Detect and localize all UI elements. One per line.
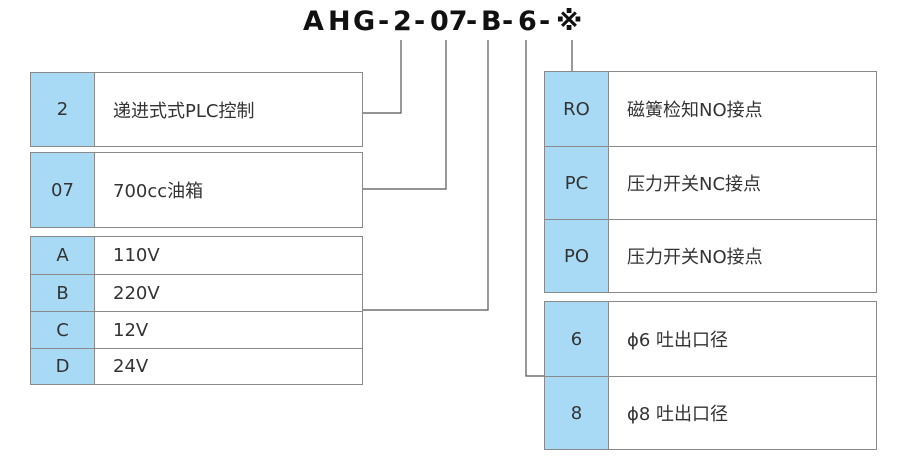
- control-code: 2: [31, 73, 95, 146]
- voltage-desc: 220V: [113, 282, 160, 304]
- outlet-code: 8: [545, 377, 609, 449]
- code-segment-tank: 07: [430, 6, 468, 37]
- control-group: 2 递进式式PLC控制: [30, 72, 363, 147]
- contact-group: RO 磁簧检知NO接点 PC 压力开关NC接点 PO 压力开关NO接点: [544, 71, 877, 293]
- code-dash: -: [414, 6, 426, 37]
- connector-voltage: [362, 40, 489, 311]
- connector-control: [362, 40, 402, 114]
- contact-desc: 压力开关NO接点: [627, 247, 763, 268]
- code-segment-outlet: 6: [518, 6, 537, 37]
- outlet-row: 8 ɸ8 吐出口径: [545, 376, 876, 449]
- code-segment-voltage: B: [481, 6, 502, 37]
- voltage-row: B 220V: [31, 274, 362, 311]
- outlet-desc: ɸ6 吐出口径: [627, 330, 729, 351]
- code-segment-a: A: [303, 6, 324, 37]
- voltage-code: C: [31, 312, 95, 348]
- contact-code: RO: [545, 72, 609, 146]
- voltage-code: D: [31, 349, 95, 384]
- contact-row: PO 压力开关NO接点: [545, 219, 876, 292]
- code-segment-control: 2: [393, 6, 412, 37]
- outlet-row: 6 ɸ6 吐出口径: [545, 302, 876, 376]
- connector-outlet: [525, 40, 545, 377]
- tank-code: 07: [31, 153, 95, 227]
- contact-desc: 磁簧检知NO接点: [627, 100, 763, 121]
- model-code: A H G - 2 - 07 - B - 6 - ※: [0, 4, 900, 40]
- voltage-row: C 12V: [31, 311, 362, 348]
- contact-desc: 压力开关NC接点: [627, 174, 762, 195]
- outlet-code: 6: [545, 302, 609, 376]
- control-row: 2 递进式式PLC控制: [31, 73, 362, 146]
- voltage-desc: 110V: [113, 245, 160, 266]
- contact-code: PO: [545, 220, 609, 292]
- contact-code: PC: [545, 147, 609, 219]
- contact-row: PC 压力开关NC接点: [545, 146, 876, 219]
- voltage-desc: 12V: [113, 319, 149, 341]
- tank-desc: 700cc油箱: [113, 181, 204, 202]
- connector-tank: [362, 40, 447, 190]
- code-dash: -: [539, 6, 551, 37]
- outlet-group: 6 ɸ6 吐出口径 8 ɸ8 吐出口径: [544, 301, 877, 450]
- voltage-code: A: [31, 237, 95, 274]
- voltage-desc: 24V: [113, 356, 149, 377]
- code-segment-h: H: [328, 6, 351, 37]
- code-segment-g: G: [353, 6, 376, 37]
- tank-row: 07 700cc油箱: [31, 153, 362, 227]
- voltage-code: B: [31, 275, 95, 311]
- contact-row: RO 磁簧检知NO接点: [545, 72, 876, 146]
- code-dash: -: [378, 6, 390, 37]
- code-segment-contact: ※: [556, 6, 583, 37]
- code-dash: -: [466, 6, 478, 37]
- code-dash: -: [502, 6, 514, 37]
- tank-group: 07 700cc油箱: [30, 152, 363, 228]
- control-desc: 递进式式PLC控制: [113, 100, 255, 122]
- voltage-row: A 110V: [31, 237, 362, 274]
- voltage-row: D 24V: [31, 348, 362, 384]
- voltage-group: A 110V B 220V C 12V D 24V: [30, 236, 363, 385]
- outlet-desc: ɸ8 吐出口径: [627, 404, 729, 425]
